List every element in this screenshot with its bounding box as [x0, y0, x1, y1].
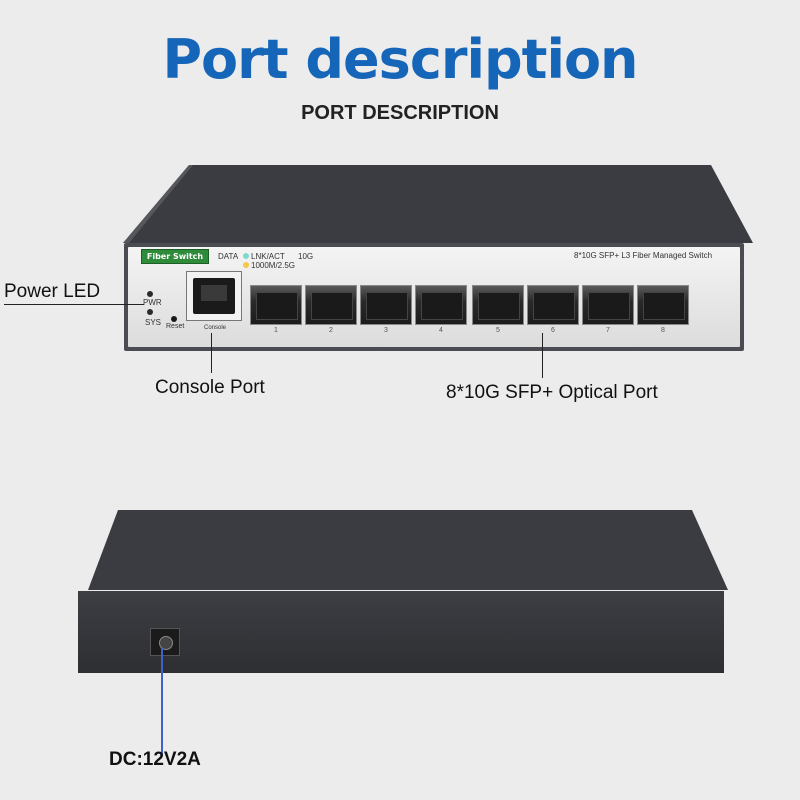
legend-data-label: DATA: [218, 252, 239, 261]
dc-power-callout: DC:12V2A: [109, 749, 201, 770]
console-label: Console: [204, 325, 227, 331]
sys-label: SYS: [145, 318, 162, 327]
speed-led-indicator: [243, 262, 249, 268]
port-number-1: 1: [274, 327, 278, 334]
sfp-port-7[interactable]: [582, 285, 634, 325]
sfp-cage: [256, 292, 298, 320]
dc-power-jack[interactable]: [150, 628, 180, 656]
pwr-led: [147, 291, 153, 297]
sfp-cage: [478, 292, 520, 320]
dc-leader-line: [161, 648, 163, 756]
optical-leader-line: [542, 333, 543, 378]
brand-badge: Fiber Switch: [141, 249, 209, 264]
port-number-7: 7: [606, 327, 610, 334]
rear-panel: [78, 591, 724, 673]
dc-jack-socket: [159, 636, 173, 650]
port-number-4: 4: [439, 327, 443, 334]
console-leader-line: [211, 333, 212, 373]
sfp-cage: [588, 292, 630, 320]
sfp-port-8[interactable]: [637, 285, 689, 325]
lnk-led-indicator: [243, 253, 249, 259]
sfp-port-4[interactable]: [415, 285, 467, 325]
port-number-2: 2: [329, 327, 333, 334]
model-label: 8*10G SFP+ L3 Fiber Managed Switch: [574, 251, 713, 260]
sfp-cage: [311, 292, 353, 320]
console-port-socket: [193, 278, 235, 314]
reset-button[interactable]: [171, 316, 177, 322]
page-subtitle: PORT DESCRIPTION: [301, 102, 499, 124]
reset-label: Reset: [166, 323, 185, 330]
page-title: Port description: [162, 28, 638, 91]
optical-port-callout: 8*10G SFP+ Optical Port: [446, 382, 658, 403]
port-number-8: 8: [661, 327, 665, 334]
port-number-3: 3: [384, 327, 388, 334]
sfp-port-6[interactable]: [527, 285, 579, 325]
console-port-callout: Console Port: [155, 377, 265, 398]
port-number-5: 5: [496, 327, 500, 334]
power-led-callout: Power LED: [4, 281, 101, 302]
sfp-cage: [366, 292, 408, 320]
legend-lnk-act: LNK/ACT: [251, 252, 285, 261]
sfp-cage: [421, 292, 463, 320]
front-device-top: [123, 165, 753, 243]
console-port-pins: [201, 285, 227, 301]
rear-device-top: [88, 510, 728, 590]
port-number-6: 6: [551, 327, 555, 334]
power-led-leader-line: [4, 304, 144, 305]
pwr-label: PWR: [143, 298, 162, 307]
sfp-port-2[interactable]: [305, 285, 357, 325]
sfp-port-1[interactable]: [250, 285, 302, 325]
sfp-port-3[interactable]: [360, 285, 412, 325]
sfp-port-5[interactable]: [472, 285, 524, 325]
sys-led: [147, 309, 153, 315]
sfp-cage: [643, 292, 685, 320]
legend-speed-10g: 10G: [298, 252, 314, 261]
console-port[interactable]: [186, 271, 242, 321]
sfp-cage: [533, 292, 575, 320]
legend-speed-low: 1000M/2.5G: [251, 261, 296, 270]
